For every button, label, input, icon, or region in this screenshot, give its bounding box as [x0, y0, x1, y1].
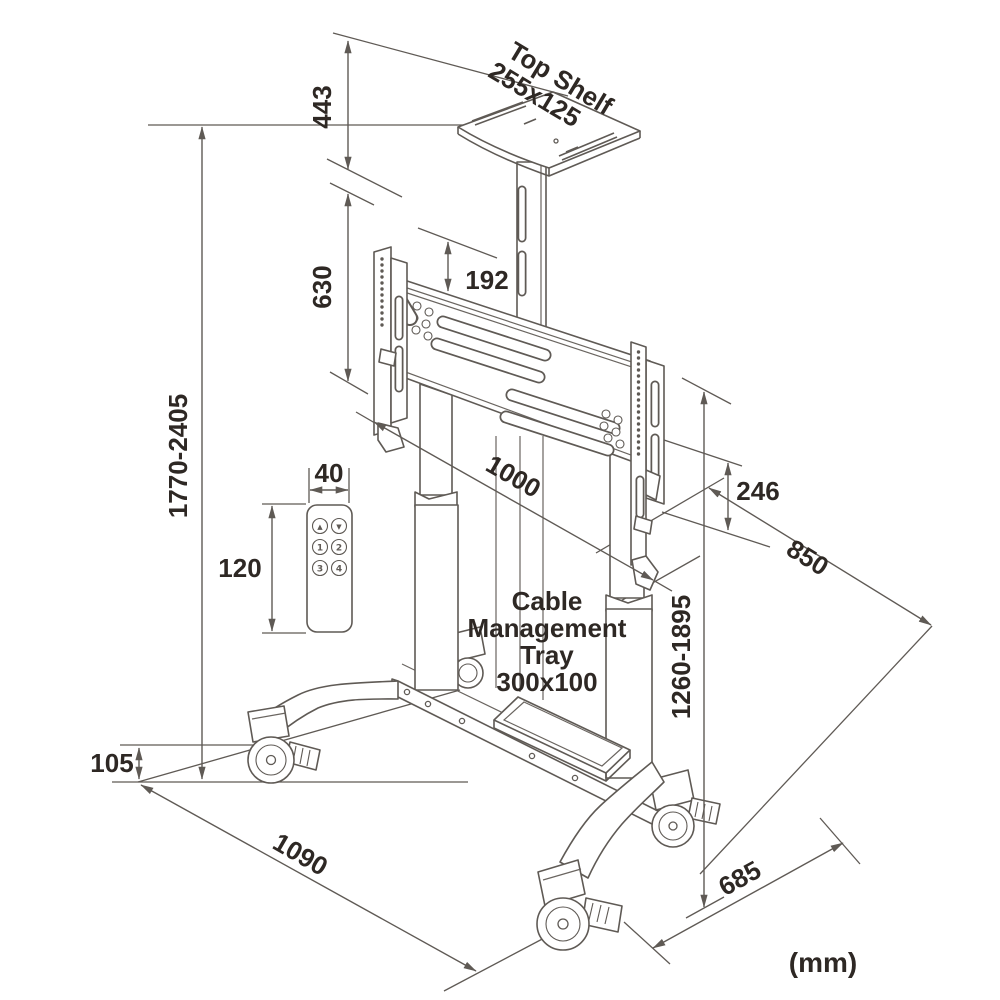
label-1260-1895: 1260-1895: [666, 595, 696, 719]
dimension-line-1090: [140, 784, 477, 972]
dimension-line-685: [652, 842, 844, 949]
mount-rail-left: [373, 246, 408, 453]
label-cable-tray-line2: Management: [468, 613, 627, 643]
dimension-line-1000: [373, 421, 654, 581]
label-cable-tray-line3: Tray: [520, 640, 574, 670]
caster-front-right: [536, 897, 623, 951]
dimension-labels: 443 630 1770-2405 192 40 120 1000 246 85…: [90, 35, 857, 978]
label-unit-mm: (mm): [789, 947, 857, 978]
label-40: 40: [315, 458, 344, 488]
label-1000: 1000: [481, 449, 546, 504]
leg-left: [247, 680, 399, 743]
label-105: 105: [90, 748, 133, 778]
top-shelf: [457, 91, 641, 177]
label-443: 443: [307, 85, 337, 128]
dimension-lines: [135, 40, 932, 972]
label-246: 246: [736, 476, 779, 506]
remote-body: [306, 504, 353, 633]
remote-control: ▲ ▼ 1 2 3 4: [306, 504, 353, 633]
remote-button-3: 3: [317, 565, 323, 575]
leg-front-right: [537, 761, 665, 907]
remote-button-1: 1: [317, 544, 323, 554]
cable-management-tray: [493, 696, 631, 782]
mount-rail-right: [630, 341, 665, 591]
remote-button-2: 2: [336, 544, 342, 554]
label-cable-tray-line4: 300x100: [496, 667, 597, 697]
label-cable-tray: Cable Management Tray 300x100: [468, 586, 627, 697]
lift-column-left: [414, 383, 459, 691]
label-cable-tray-line1: Cable: [512, 586, 583, 616]
remote-button-4: 4: [336, 565, 342, 575]
shelf-column: [516, 161, 547, 329]
label-1770-2405: 1770-2405: [163, 394, 193, 518]
remote-up-icon: ▲: [317, 523, 323, 531]
label-630: 630: [307, 265, 337, 308]
label-192: 192: [465, 265, 508, 295]
label-850: 850: [781, 533, 834, 581]
dimension-line-850: [708, 487, 932, 626]
caster-front-left: [247, 736, 321, 784]
label-120: 120: [218, 553, 261, 583]
remote-down-icon: ▼: [336, 523, 342, 531]
label-685: 685: [713, 854, 765, 901]
